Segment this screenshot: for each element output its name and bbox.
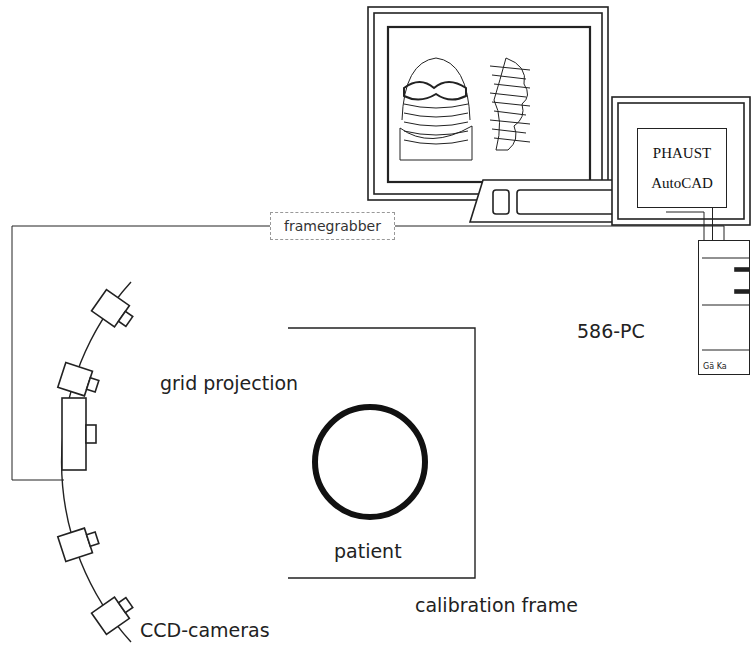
node-text: PHAUST AutoCAD — [642, 138, 722, 198]
mesh-line — [492, 102, 530, 106]
mesh-line — [492, 75, 526, 79]
computer-label: 586-PC — [577, 320, 645, 342]
ccd-camera — [92, 290, 137, 333]
drive-slot — [735, 290, 749, 293]
contour-line — [404, 113, 468, 117]
framegrabber-box: framegrabber — [270, 212, 395, 240]
projector-label: grid projection — [160, 372, 298, 394]
software-screen: PHAUST AutoCAD — [637, 128, 727, 208]
mesh-line — [490, 120, 530, 124]
mesh-line — [490, 93, 526, 97]
monitor-bezel — [374, 13, 602, 194]
drive-slot — [735, 268, 749, 271]
contour-line — [404, 104, 468, 108]
camera-body — [58, 528, 93, 561]
calibration-frame — [288, 328, 475, 578]
cable-line — [395, 226, 724, 240]
mesh-line — [494, 138, 530, 142]
keyboard-keys — [517, 190, 617, 214]
camera-arc — [62, 282, 131, 642]
contour-line — [404, 140, 468, 144]
monitor-screen — [388, 27, 590, 182]
patient-label: patient — [334, 540, 402, 562]
patient-outline — [315, 407, 425, 517]
ccd-camera — [58, 525, 101, 561]
camera-lens — [87, 532, 99, 546]
contour-line — [404, 122, 468, 126]
node-text: framegrabber — [284, 218, 381, 234]
projector-lens — [86, 425, 96, 443]
camera-label: CCD-cameras — [140, 619, 270, 641]
monitor-housing — [612, 97, 750, 225]
cable-line — [712, 208, 713, 240]
camera-lens — [118, 311, 132, 326]
monitor-housing — [368, 7, 608, 200]
pc-panel-line — [702, 258, 750, 259]
camera-lens — [118, 598, 132, 613]
keyboard-keys — [493, 190, 509, 214]
camera-lens — [87, 378, 99, 392]
camera-body — [58, 362, 93, 395]
mesh-line — [494, 111, 526, 115]
pc-tower: Gä Ka — [698, 240, 750, 375]
pc-panel-line — [702, 305, 750, 306]
ccd-camera — [58, 362, 101, 398]
mesh-line — [494, 84, 530, 88]
monitor-bezel — [618, 103, 744, 219]
camera-cable — [12, 226, 270, 480]
mesh-line — [492, 129, 526, 133]
frame-label: calibration frame — [415, 594, 578, 616]
pc-panel-line — [702, 350, 750, 351]
grid-projector — [62, 398, 86, 470]
node-text: Gä Ka — [703, 362, 745, 371]
ccd-camera — [92, 592, 137, 635]
face-scan-image — [400, 58, 530, 160]
mesh-line — [490, 66, 530, 70]
contour-line — [404, 131, 468, 135]
